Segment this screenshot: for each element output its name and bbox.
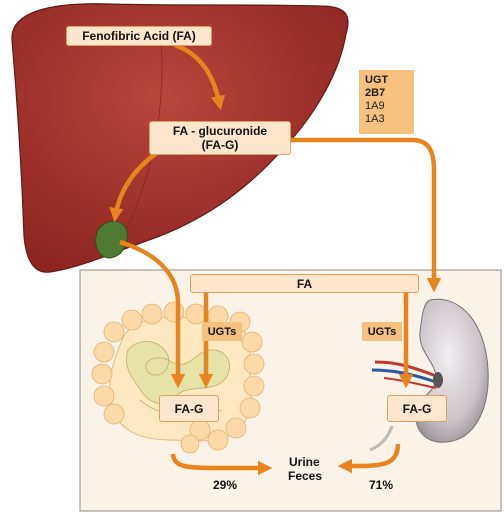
urine-percent: 71% (369, 478, 394, 492)
kidney-ugts-label: UGTs (362, 322, 402, 341)
ugt-title: UGT (365, 74, 389, 86)
ugt-isoform-1a3: 1A3 (365, 113, 385, 125)
kidney-fa-g-box: FA-G (387, 395, 447, 422)
gallbladder (95, 221, 128, 259)
urine-label: Urine (289, 455, 320, 469)
arrow-glucuronide-to-kidney (290, 137, 442, 293)
intestine-fa-g-box: FA-G (159, 395, 219, 422)
arrow-intestine-to-feces (170, 453, 273, 476)
fa-glucuronide-line2: (FA-G) (201, 138, 239, 152)
arrow-kidney-to-urine (337, 443, 401, 474)
ugt-isoform-2b7: 2B7 (365, 87, 386, 99)
fa-glucuronide-line1: FA - glucuronide (172, 124, 268, 138)
arrow-fa-to-glucuronide (174, 42, 226, 111)
systemic-fa-bar: FA (190, 274, 419, 293)
intestine-ugts-label: UGTs (202, 322, 242, 341)
ugt-isoform-1a9: 1A9 (365, 100, 385, 112)
fenofibric-acid-box: Fenofibric Acid (FA) (66, 26, 212, 46)
feces-percent: 29% (213, 478, 238, 492)
fa-glucuronide-box: FA - glucuronide (FA-G) (149, 121, 291, 155)
arrow-gallbladder-to-intestine (119, 239, 186, 389)
ugt-isoform-panel: UGT 2B7 1A9 1A3 (359, 70, 414, 134)
feces-label: Feces (288, 469, 323, 483)
